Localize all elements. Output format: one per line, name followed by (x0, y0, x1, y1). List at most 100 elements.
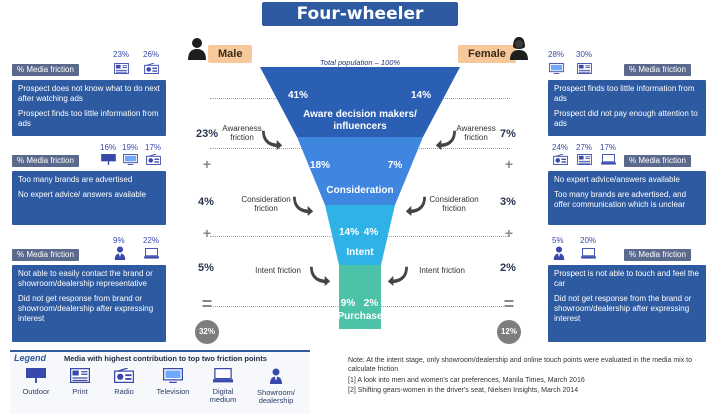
male-media-pct-2b: 19% (122, 143, 139, 152)
showroom-icon (113, 246, 127, 260)
female-friction-pct-1: 7% (500, 128, 516, 140)
female-media-pct-2b: 27% (576, 143, 593, 152)
female-friction-pct-3: 2% (500, 262, 516, 274)
male-media-pct-1a: 23% (113, 50, 130, 59)
female-reason-3b: Did not get response from the brand or s… (554, 294, 692, 323)
male-label: Male (208, 45, 253, 63)
female-operator-2: + (504, 225, 514, 241)
funnel-intent-label: Intent (346, 247, 374, 258)
female-reasons-box-3: Prospect is not able to touch and feel t… (548, 265, 706, 342)
female-operator-3: = (503, 294, 515, 314)
legend-title: Legend (14, 353, 47, 363)
male-reason-3a: Not able to easily contact the brand or … (18, 269, 153, 288)
consideration-friction-label-female: Consideration friction (429, 195, 479, 213)
awareness-friction-arrow-female (434, 128, 456, 150)
male-media-friction-tag-2: % Media friction (12, 155, 79, 167)
showroom-icon (552, 246, 566, 260)
funnel-stage-consideration (297, 137, 423, 205)
male-media-pct-3b: 22% (143, 236, 160, 245)
male-media-friction-tag-3: % Media friction (12, 249, 79, 261)
male-media-pct-2a: 16% (100, 143, 117, 152)
print-icon (577, 154, 592, 165)
female-reason-1a: Prospect finds too little information fr… (554, 84, 695, 103)
female-reason-1b: Prospect did not pay enough attention to… (554, 109, 698, 128)
male-media-pct-1b: 26% (143, 50, 160, 59)
outdoor-icon (101, 154, 116, 165)
female-media-pct-2c: 17% (600, 143, 617, 152)
funnel-consideration-label: Consideration (326, 185, 394, 196)
legend-label-radio: Radio (114, 387, 134, 396)
female-operator-1: + (504, 156, 514, 172)
male-reason-2a: Too many brands are advertised (18, 175, 133, 184)
consideration-friction-label-male: Consideration friction (241, 195, 291, 213)
female-person-icon (508, 36, 530, 60)
funnel-intent-female: 4% (363, 227, 379, 238)
intent-friction-label-male: Intent friction (255, 266, 301, 275)
funnel-purchase-female: 2% (363, 298, 379, 309)
intent-friction-label-female: Intent friction (419, 266, 465, 275)
legend-subtitle: Media with highest contribution to top t… (64, 354, 267, 363)
female-reason-2b: Too many brands are advertised, and offe… (554, 190, 687, 209)
funnel-consideration-female: 7% (387, 160, 403, 171)
legend-label-showroom: Showroom/ dealership (257, 388, 295, 405)
female-media-friction-tag-1: % Media friction (624, 64, 691, 76)
female-media-pct-1b: 30% (576, 50, 593, 59)
radio-icon (144, 63, 159, 74)
female-friction-pct-2: 3% (500, 196, 516, 208)
female-reason-2a: No expert advice/answers available (554, 175, 680, 184)
funnel-consideration-male: 18% (309, 160, 330, 171)
legend-item-showroom: Showroom/ dealership (248, 368, 304, 405)
awareness-friction-label-female: Awareness friction (456, 124, 496, 142)
male-media-pct-3a: 9% (113, 236, 125, 245)
male-reason-3b: Did not get response from brand or showr… (18, 294, 154, 323)
male-friction-pct-1: 23% (196, 128, 219, 140)
legend-label-print: Print (72, 387, 88, 396)
television-icon (163, 368, 183, 383)
male-friction-pct-2: 4% (198, 196, 214, 208)
digital-medium-icon (213, 368, 233, 383)
consideration-friction-arrow-male (293, 194, 315, 216)
funnel-awareness-label: Aware decision makers/ influencers (303, 109, 417, 132)
radio-icon (553, 154, 568, 165)
awareness-friction-arrow-male (262, 128, 284, 150)
female-media-friction-tag-2: % Media friction (624, 155, 691, 167)
female-media-friction-tag-3: % Media friction (624, 249, 691, 261)
legend-label-digital: Digital medium (209, 387, 237, 404)
female-reasons-box-1: Prospect finds too little information fr… (548, 80, 706, 136)
funnel-purchase-male: 9% (340, 298, 356, 309)
male-reasons-box-2: Too many brands are advertised No expert… (12, 171, 166, 225)
funnel-stage-intent (325, 205, 395, 265)
legend-item-radio: Radio (104, 368, 144, 396)
female-reason-3a: Prospect is not able to touch and feel t… (554, 269, 699, 288)
footnote-1: [1] A look into men and women's car pref… (348, 377, 585, 384)
male-reasons-box-1: Prospect does not know what to do next a… (12, 80, 166, 136)
funnel-graphic (260, 67, 460, 329)
funnel-awareness-male: 41% (288, 90, 309, 101)
digital-medium-icon (601, 154, 616, 165)
footnote-main: Note: At the intent stage, only showroom… (348, 357, 692, 373)
male-friction-pct-3: 5% (198, 262, 214, 274)
male-operator-1: + (202, 156, 212, 172)
showroom-icon (268, 368, 284, 384)
consideration-friction-arrow-female (404, 194, 426, 216)
female-media-pct-1a: 28% (548, 50, 565, 59)
male-reasons-box-3: Not able to easily contact the brand or … (12, 265, 166, 342)
digital-medium-icon (144, 248, 159, 259)
legend-panel (10, 350, 310, 414)
male-reason-2b: No expert advice/ answers available (18, 190, 147, 199)
male-media-pct-2c: 17% (145, 143, 162, 152)
television-icon (549, 63, 564, 74)
legend-item-print: Print (60, 368, 100, 396)
male-operator-3: = (201, 294, 213, 314)
television-icon (123, 154, 138, 165)
female-total-badge: 12% (497, 320, 521, 344)
male-reason-1b: Prospect finds too little information fr… (18, 109, 159, 128)
radio-icon (114, 368, 134, 383)
print-icon (114, 63, 129, 74)
female-label: Female (458, 45, 516, 63)
female-reasons-box-2: No expert advice/answers available Too m… (548, 171, 706, 225)
male-total-badge: 32% (195, 320, 219, 344)
intent-friction-arrow-female (386, 264, 408, 286)
funnel-top-label: Total population – 100% (319, 58, 401, 67)
legend-label-outdoor: Outdoor (22, 387, 50, 396)
